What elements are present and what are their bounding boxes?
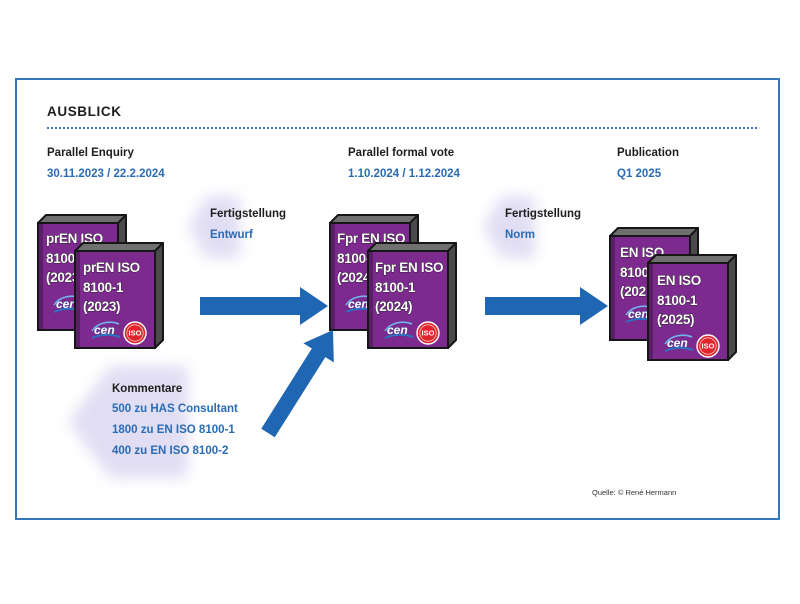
- book-top-edge: [37, 214, 127, 224]
- cen-swoosh: [91, 333, 121, 339]
- comments-heading: Kommentare: [112, 383, 183, 395]
- book-title-line-1: EN ISO: [657, 273, 701, 288]
- cen-swoosh: [91, 321, 120, 332]
- section-title: AUSBLICK: [47, 104, 122, 119]
- iso-logo: ISO: [416, 321, 440, 345]
- book-title-line-2: 8100-: [46, 251, 79, 266]
- cen-lettering: cen: [667, 336, 688, 350]
- book-cover-edge: [76, 252, 80, 347]
- cen-logo: cen: [91, 321, 121, 339]
- book-side: [727, 254, 737, 361]
- cen-logo: cen: [664, 334, 694, 352]
- book-title-line-2: 8100-1: [83, 280, 124, 295]
- iso-badge: [696, 334, 720, 358]
- cen-logo: cen: [625, 305, 655, 323]
- book-title-line-3: (2023: [46, 270, 80, 285]
- iso-lettering: ISO: [702, 342, 715, 351]
- stage-2-dates: 1.10.2024 / 1.12.2024: [348, 168, 460, 180]
- cen-swoosh: [384, 321, 413, 332]
- transition-1-value: Entwurf: [210, 229, 253, 241]
- book-title-line-2: 8100-1: [375, 280, 416, 295]
- book-title-line-3: (2024): [375, 299, 412, 314]
- stage-1-name: Parallel Enquiry: [47, 147, 134, 159]
- iso-lettering: ISO: [422, 329, 435, 338]
- book-title-line-1: Fpr EN ISO: [375, 260, 443, 275]
- iso-ring: [699, 337, 717, 355]
- book-title-line-2: 8100: [620, 265, 649, 280]
- iso-ring: [419, 324, 437, 342]
- cen-lettering: cen: [348, 297, 369, 311]
- transition-2-label: Fertigstellung: [505, 208, 582, 220]
- book-title-line-3: (2024: [337, 270, 371, 285]
- comments-item: 400 zu EN ISO 8100-2: [112, 445, 229, 457]
- glow-transition-1: [188, 196, 240, 258]
- book-top-edge: [367, 242, 457, 252]
- book-top-edge: [647, 254, 737, 264]
- cen-lettering: cen: [56, 297, 77, 311]
- book-cover-edge: [369, 252, 373, 347]
- iso-badge: [416, 321, 440, 345]
- dotted-divider: [47, 127, 757, 129]
- book-side: [154, 242, 164, 349]
- cen-swoosh: [664, 346, 694, 352]
- book-cover-edge: [611, 237, 615, 339]
- stage-2-front-book-icon: Fpr EN ISO 8100-1 (2024) cen ISO: [367, 242, 457, 349]
- book-title-line-2: 8100-1: [657, 293, 698, 308]
- cen-swoosh: [384, 333, 414, 339]
- stage-3-front-book-icon: EN ISO 8100-1 (2025) cen ISO: [647, 254, 737, 361]
- stage-1-dates: 30.11.2023 / 22.2.2024: [47, 168, 165, 180]
- transition-1-label: Fertigstellung: [210, 208, 287, 220]
- cen-logo: cen: [384, 321, 414, 339]
- book-title-line-3: (202: [620, 284, 646, 299]
- iso-logo: ISO: [123, 321, 147, 345]
- transition-2-value: Norm: [505, 229, 536, 241]
- book-title-line-2: 8100-: [337, 251, 370, 266]
- cen-lettering: cen: [94, 323, 115, 337]
- cen-logo: cen: [345, 295, 375, 313]
- book-cover-edge: [649, 264, 653, 359]
- stage-3-dates: Q1 2025: [617, 168, 662, 180]
- book-title-line-3: (2025): [657, 312, 694, 327]
- stage-2-name: Parallel formal vote: [348, 147, 455, 159]
- book-side: [447, 242, 457, 349]
- book-top-edge: [609, 227, 699, 237]
- glow-comments: [68, 366, 188, 478]
- iso-badge: [123, 321, 147, 345]
- book-title-line-3: (2023): [83, 299, 120, 314]
- cen-swoosh: [664, 334, 693, 345]
- book-cover-edge: [39, 224, 43, 329]
- iso-logo: ISO: [696, 334, 720, 358]
- comments-item: 1800 zu EN ISO 8100-1: [112, 424, 235, 436]
- arrow-right-icon-enquiry-to-vote: [200, 287, 328, 325]
- arrow-right-icon-vote-to-publication: [485, 287, 608, 325]
- cen-lettering: cen: [628, 307, 649, 321]
- arrow-up-right-icon-comments-to-vote: [261, 329, 334, 438]
- comments-item: 500 zu HAS Consultant: [112, 403, 238, 415]
- iso-ring: [126, 324, 144, 342]
- content-frame: [15, 78, 780, 520]
- book-title-line-1: prEN ISO: [83, 260, 140, 275]
- book-cover-edge: [331, 224, 335, 329]
- cen-lettering: cen: [387, 323, 408, 337]
- stage-3-name: Publication: [617, 147, 679, 159]
- book-top-edge: [74, 242, 164, 252]
- iso-lettering: ISO: [129, 329, 142, 338]
- book-top-edge: [329, 214, 419, 224]
- glow-transition-2: [483, 196, 535, 258]
- stage-1-front-book-icon: prEN ISO 8100-1 (2023) cen ISO: [74, 242, 164, 349]
- source-credit: Quelle: © René Hermann: [592, 488, 677, 497]
